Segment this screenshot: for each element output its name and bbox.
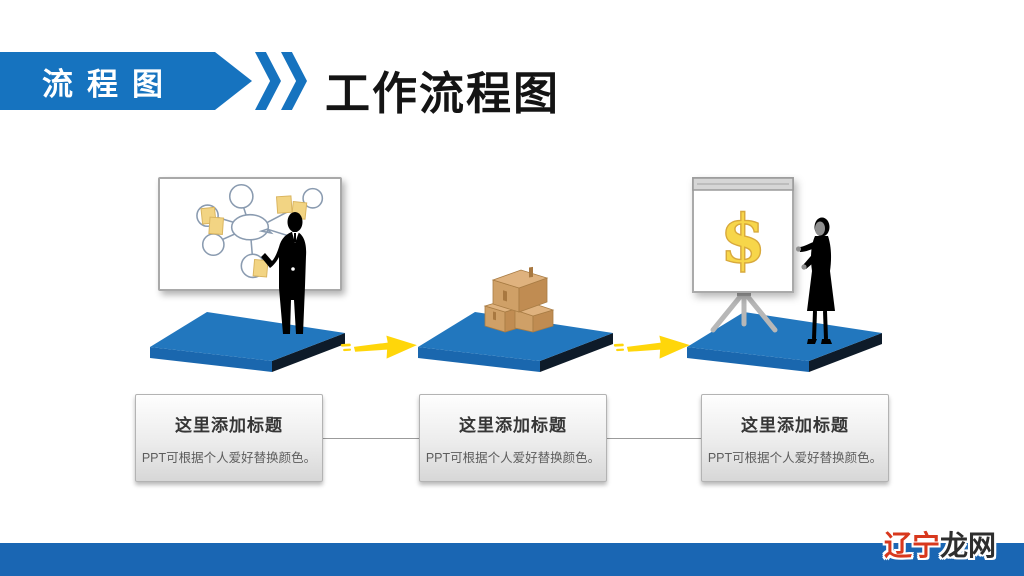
step-description: PPT可根据个人爱好替换颜色。 (425, 451, 601, 465)
platform-3d (687, 312, 882, 372)
cargo-boxes (483, 266, 555, 333)
arrow-right-icon (340, 335, 417, 359)
step-title: 这里添加标题 (459, 416, 567, 435)
flipchart-easel: $ (692, 177, 794, 333)
page-title: 工作流程图 (325, 68, 561, 119)
step-caption-box: 这里添加标题 PPT可根据个人爱好替换颜色。 (701, 394, 889, 482)
dollar-sign: $ (720, 200, 766, 278)
step-caption-box: 这里添加标题 PPT可根据个人爱好替换颜色。 (135, 394, 323, 482)
chevron-right-icon (255, 52, 281, 110)
step-connector-line (323, 438, 419, 439)
mindmap-icon (196, 184, 324, 279)
chevron-right-icon (281, 52, 307, 110)
step-description: PPT可根据个人爱好替换颜色。 (707, 451, 883, 465)
step-title: 这里添加标题 (175, 416, 283, 435)
presenter-man-silhouette (261, 212, 307, 334)
bottom-accent-bar (0, 543, 1024, 576)
watermark: 辽宁龙网 (884, 524, 996, 564)
watermark-dark-part: 龙网 (940, 530, 997, 561)
section-badge-label: 流程图 (42, 66, 177, 102)
step-title: 这里添加标题 (741, 416, 849, 435)
platform-3d (418, 312, 613, 372)
mindmap-whiteboard (158, 177, 342, 291)
step-connector-line (605, 438, 701, 439)
step-caption-box: 这里添加标题 PPT可根据个人爱好替换颜色。 (419, 394, 607, 482)
watermark-red-part: 辽宁 (884, 530, 941, 561)
arrow-right-icon (613, 335, 690, 359)
section-badge-ribbon: 流程图 (0, 52, 252, 110)
step-description: PPT可根据个人爱好替换颜色。 (141, 451, 317, 465)
platform-3d (150, 312, 345, 372)
presenter-woman-silhouette (795, 217, 835, 344)
